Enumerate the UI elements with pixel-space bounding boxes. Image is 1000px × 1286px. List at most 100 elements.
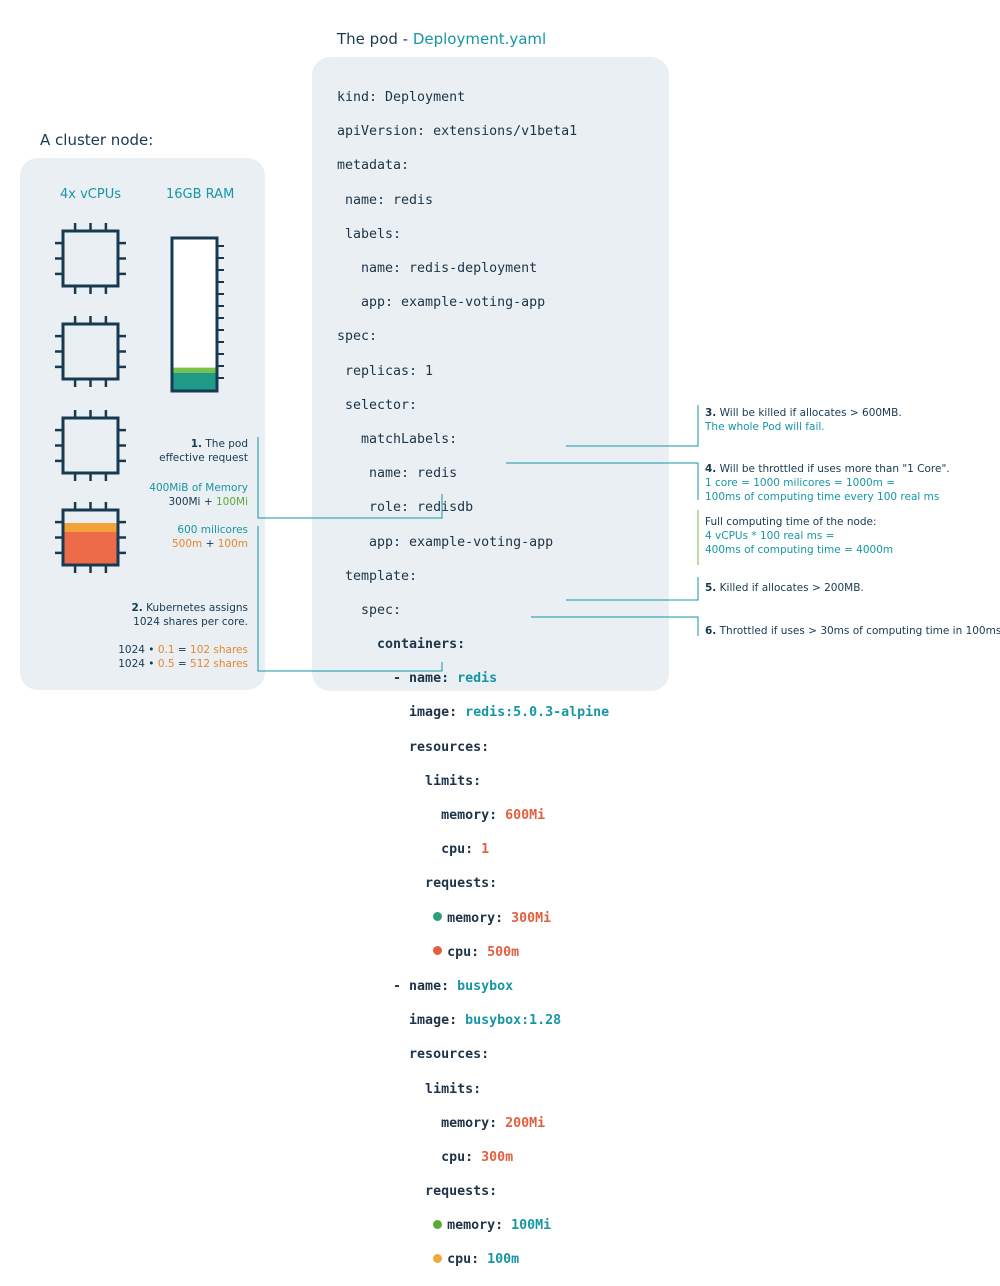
note-1: 1. The pod effective request <box>159 437 248 465</box>
cpu-dot-icon <box>433 1253 443 1263</box>
note-text: The whole Pod will fail. <box>705 421 825 433</box>
yaml-line: app: example-voting-app <box>337 534 554 550</box>
note-text: = <box>174 658 191 670</box>
ram-usage-fill <box>172 372 217 391</box>
cpu-header: 4x vCPUs <box>60 187 121 202</box>
memory-dot-icon <box>433 1219 443 1229</box>
note-text: 100m <box>217 538 248 550</box>
yaml-key: memory: <box>337 808 506 824</box>
ram-outline <box>170 236 219 393</box>
yaml-line: cpu: 500m <box>337 944 609 961</box>
yaml-line: name: redis <box>337 192 434 208</box>
yaml-line: apiVersion: extensions/v1beta1 <box>337 124 578 140</box>
yaml-line: memory: 300Mi <box>337 910 609 927</box>
yaml-line: app: example-voting-app <box>337 295 546 311</box>
note-shares: 1024 • 0.1 = 102 shares 1024 • 0.5 = 512… <box>118 643 248 671</box>
note-text: 500m <box>171 538 203 550</box>
note-text: + <box>200 496 216 508</box>
yaml-key: - name: <box>337 978 458 994</box>
yaml-line: replicas: 1 <box>337 363 434 379</box>
cpu-chip-body <box>61 229 120 288</box>
yaml-line: cpu: 100m <box>337 1251 609 1268</box>
pod-title: The pod - Deployment.yaml <box>337 30 546 48</box>
note-text: 0.1 <box>157 644 175 656</box>
note-text: 1024 shares per core. <box>133 616 248 628</box>
cpu-chip-icon <box>55 502 126 573</box>
note-text: 1024 • <box>118 658 158 670</box>
connector-line-1 <box>257 437 443 519</box>
yaml-key: memory: <box>447 910 512 926</box>
yaml-line: memory: 200Mi <box>337 1115 609 1132</box>
yaml-line: memory: 100Mi <box>337 1217 609 1234</box>
note-text: 0.5 <box>157 658 175 670</box>
note-text: 100ms of computing time every 100 real m… <box>705 491 940 503</box>
note-text: The pod <box>205 438 248 450</box>
connector-line-4 <box>506 462 699 500</box>
note-number: 5. <box>705 582 717 594</box>
yaml-line: requests: <box>337 1184 498 1200</box>
yaml-line: cpu: 1 <box>337 841 609 858</box>
cpu-usage-fill <box>63 532 118 565</box>
yaml-value: 100Mi <box>511 1218 552 1234</box>
note-text: effective request <box>159 452 248 464</box>
yaml-line: resources: <box>337 1047 490 1063</box>
yaml-line: limits: <box>337 1081 482 1097</box>
note-6: 6. Throttled if uses > 30ms of computing… <box>705 624 1000 638</box>
yaml-key: memory: <box>337 1115 506 1131</box>
connector-line-5 <box>566 577 699 601</box>
yaml-line: kind: Deployment <box>337 90 466 106</box>
yaml-panel <box>312 57 669 691</box>
yaml-key: cpu: <box>447 1252 488 1268</box>
ram-body-bg <box>172 238 217 391</box>
note-4: 4. Will be throttled if uses more than "… <box>705 462 950 504</box>
yaml-line: name: redis <box>337 466 458 482</box>
yaml-line: template: <box>337 568 418 584</box>
yaml-line: limits: <box>337 773 482 789</box>
yaml-value: 300m <box>481 1149 514 1165</box>
pod-title-file: Deployment.yaml <box>412 30 547 48</box>
cpu-chip-icon <box>55 410 126 481</box>
cluster-node-panel <box>20 158 265 690</box>
yaml-value: 200Mi <box>505 1115 546 1131</box>
yaml-line: metadata: <box>337 158 410 174</box>
yaml-value: redis <box>457 671 498 687</box>
ram-usage-band <box>172 367 217 373</box>
yaml-value: 100m <box>487 1252 520 1268</box>
node-title: A cluster node: <box>40 131 154 149</box>
yaml-line: image: redis:5.0.3-alpine <box>337 704 609 721</box>
note-number: 1. <box>190 438 203 450</box>
note-text: 1024 • <box>118 644 158 656</box>
note-5: 5. Killed if allocates > 200MB. <box>705 581 864 595</box>
yaml-value: busybox <box>457 978 514 994</box>
yaml-key: image: <box>337 1013 466 1029</box>
note-number: 3. <box>705 407 717 419</box>
note-memory-request: 400MiB of Memory 300Mi + 100Mi <box>149 481 248 509</box>
note-text: 4 vCPUs * 100 real ms = <box>705 530 835 542</box>
yaml-code: kind: Deployment apiVersion: extensions/… <box>337 72 609 1286</box>
yaml-key: cpu: <box>447 944 488 960</box>
note-text: 600 milicores <box>177 524 248 536</box>
note-text: 1 core = 1000 milicores = 1000m = <box>705 477 896 489</box>
note-number: 4. <box>705 463 717 475</box>
cpu-dot-icon <box>433 946 443 956</box>
yaml-value: 300Mi <box>511 910 552 926</box>
cpu-chip-body <box>61 416 120 475</box>
note-2: 2. Kubernetes assigns 1024 shares per co… <box>132 601 249 629</box>
cpu-usage-band <box>63 523 118 532</box>
yaml-key: cpu: <box>337 842 482 858</box>
pod-title-prefix: The pod - <box>337 30 413 48</box>
cpu-chip-body <box>61 508 120 567</box>
connector-line-2 <box>257 526 443 672</box>
note-text: 400ms of computing time = 4000m <box>705 544 894 556</box>
note-text: Will be throttled if uses more than "1 C… <box>719 463 950 475</box>
ram-stick-icon <box>170 236 224 393</box>
yaml-line: requests: <box>337 876 498 892</box>
note-text: Will be killed if allocates > 600MB. <box>719 407 902 419</box>
connector-line-3 <box>566 405 699 447</box>
yaml-value: busybox:1.28 <box>465 1013 562 1029</box>
yaml-key: - name: <box>337 671 458 687</box>
yaml-line: containers: <box>337 637 466 653</box>
yaml-line: - name: busybox <box>337 978 609 995</box>
ram-header: 16GB RAM <box>166 187 235 202</box>
yaml-line: resources: <box>337 739 490 755</box>
